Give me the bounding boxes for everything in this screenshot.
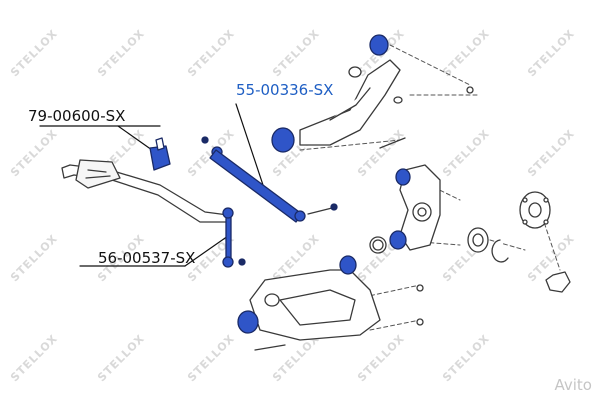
part-label-stabilizer-bushing: 79-00600-SX bbox=[28, 107, 126, 125]
stabilizer-bushing bbox=[149, 137, 171, 171]
hub-nut bbox=[545, 271, 571, 293]
knuckle-ring-inner bbox=[372, 239, 384, 251]
tie-rod-assembly bbox=[201, 136, 338, 223]
upper-arm-nut bbox=[466, 86, 474, 94]
knuckle-lower-bushing bbox=[389, 230, 407, 250]
wheel-hub-assembly bbox=[467, 191, 571, 293]
lower-control-arm bbox=[237, 255, 424, 351]
upper-control-arm bbox=[271, 34, 474, 153]
upper-arm-eye bbox=[348, 66, 362, 78]
knuckle-upper-bushing bbox=[395, 168, 411, 186]
lower-arm-upper-bushing bbox=[339, 255, 357, 275]
hub-snap-ring bbox=[491, 239, 509, 263]
upper-arm-eye bbox=[393, 96, 403, 104]
stabilizer-link-body bbox=[225, 214, 232, 264]
leader-lines bbox=[39, 103, 269, 267]
stabilizer-link-assembly bbox=[222, 207, 246, 268]
dashed-line bbox=[489, 239, 526, 251]
upper-arm-bushing-front bbox=[271, 127, 295, 153]
tie-rod-bolt-shank bbox=[307, 207, 333, 215]
steering-knuckle bbox=[369, 164, 441, 254]
dashed-line bbox=[299, 139, 401, 151]
tie-rod-bushing-end bbox=[294, 210, 306, 222]
tie-rod-bolt bbox=[201, 136, 209, 144]
stabilizer-link-ball-top bbox=[222, 207, 234, 219]
avito-watermark: Avito bbox=[554, 376, 593, 394]
dashed-line bbox=[369, 319, 421, 331]
part-label-stabilizer-link: 56-00537-SX bbox=[98, 249, 196, 267]
tie-rod-nut bbox=[330, 203, 338, 211]
upper-arm-bolt bbox=[379, 137, 406, 149]
lower-arm-bushing bbox=[237, 310, 259, 334]
stabilizer-link-nut bbox=[238, 258, 246, 266]
upper-arm-bushing bbox=[369, 34, 389, 56]
lower-arm-bolt bbox=[254, 344, 286, 351]
lower-arm-eye bbox=[264, 293, 280, 307]
stabilizer-bar-end bbox=[61, 164, 75, 179]
dashed-line bbox=[389, 44, 471, 86]
stabilizer-mount-block bbox=[75, 159, 121, 189]
dashed-line bbox=[349, 284, 421, 301]
stabilizer-bar-assembly bbox=[61, 137, 229, 223]
leader-line-link-diag bbox=[184, 235, 229, 267]
stabilizer-link-ball-bottom bbox=[222, 256, 234, 268]
tie-rod-body bbox=[209, 149, 303, 223]
lower-arm-nut bbox=[416, 284, 424, 292]
part-label-tie-rod: 55-00336-SX bbox=[236, 81, 334, 99]
lower-arm-nut bbox=[416, 318, 424, 326]
leader-line-bushing-diag bbox=[117, 125, 153, 151]
